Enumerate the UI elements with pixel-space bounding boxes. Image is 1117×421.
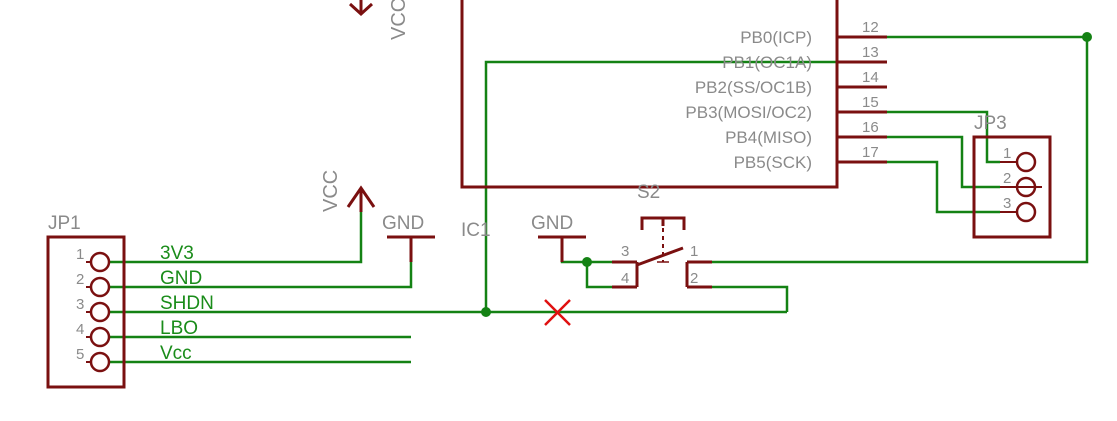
ic1-pin-name: PB2(SS/OC1B) [695, 78, 812, 97]
ic1-pin-name: PB5(SCK) [734, 153, 812, 172]
wire-pb4 [860, 135, 1000, 189]
ic1-pin-number: 13 [862, 44, 879, 61]
ic1-pin-number: 16 [862, 119, 879, 136]
parts [46, 0, 1052, 389]
error-x-icon [544, 299, 571, 326]
s2-contact [636, 246, 684, 267]
s2-pin-number: 4 [621, 270, 629, 287]
junction-dot [481, 307, 491, 317]
junction-dot [1082, 32, 1092, 42]
ic1-body [460, 0, 839, 189]
wire-3v3 [100, 210, 363, 264]
vcc-left-label: VCC [320, 170, 342, 212]
jp1-pin-number: 3 [76, 296, 84, 313]
jp1-pin-circle [89, 276, 111, 298]
wire-gnd-sw4 [585, 262, 612, 289]
wire-pb0 [712, 35, 1089, 264]
ic1-pin-number: 12 [862, 19, 879, 36]
wire-shdn-switch [712, 285, 789, 312]
junction-dot [582, 257, 592, 267]
ic1-pin-number: 14 [862, 69, 879, 86]
ic1-pin-name: PB0(ICP) [740, 28, 812, 47]
net-label: SHDN [160, 293, 214, 314]
s2-label: S2 [637, 182, 660, 203]
ic1-pin-number: 17 [862, 144, 879, 161]
ic1-pin-name: PB3(MOSI/OC2) [685, 103, 812, 122]
jp1-body [46, 235, 126, 389]
jp1-pin-number: 5 [76, 346, 84, 363]
wire-pb1 [484, 60, 860, 312]
jp3-pin-number: 1 [1003, 145, 1011, 162]
net-label: 3V3 [160, 243, 194, 264]
s2-pin-number: 2 [690, 270, 698, 287]
jp3-pin-number: 2 [1003, 170, 1011, 187]
wire-pb5 [860, 160, 1000, 214]
wire-gnd [100, 240, 413, 289]
vcc-top-label: VCC [388, 0, 410, 40]
gnd-mid-label: GND [531, 213, 573, 234]
jp1-pin-circle [89, 351, 111, 373]
net-label: GND [160, 268, 202, 289]
jp1-pin-circle [89, 326, 111, 348]
jp3-pin-number: 3 [1003, 195, 1011, 212]
net-label: Vcc [160, 343, 192, 364]
jp1-pin-number: 2 [76, 271, 84, 288]
gnd-left-label: GND [382, 213, 424, 234]
wires [100, 35, 1089, 364]
jp1-pin-circle [89, 251, 111, 273]
ic1-pin-name: PB1(OC1A) [722, 53, 812, 72]
jp1-pin-circle [89, 301, 111, 323]
jp1-pin-number: 4 [76, 321, 84, 338]
junctions [481, 32, 1092, 317]
net-label: LBO [160, 318, 198, 339]
jp3-pin-circle [1015, 201, 1037, 223]
jp1-label: JP1 [48, 213, 81, 234]
jp3-body [972, 135, 1052, 239]
jp3-label: JP3 [974, 113, 1007, 134]
jp3-pin-circle [1015, 151, 1037, 173]
s2-pin-number: 1 [690, 243, 698, 260]
ic1-label: IC1 [461, 220, 491, 241]
jp1-pin-number: 1 [76, 246, 84, 263]
ic1-pin-name: PB4(MISO) [725, 128, 812, 147]
s2-pin-number: 3 [621, 243, 629, 260]
ic1-pin-number: 15 [862, 94, 879, 111]
